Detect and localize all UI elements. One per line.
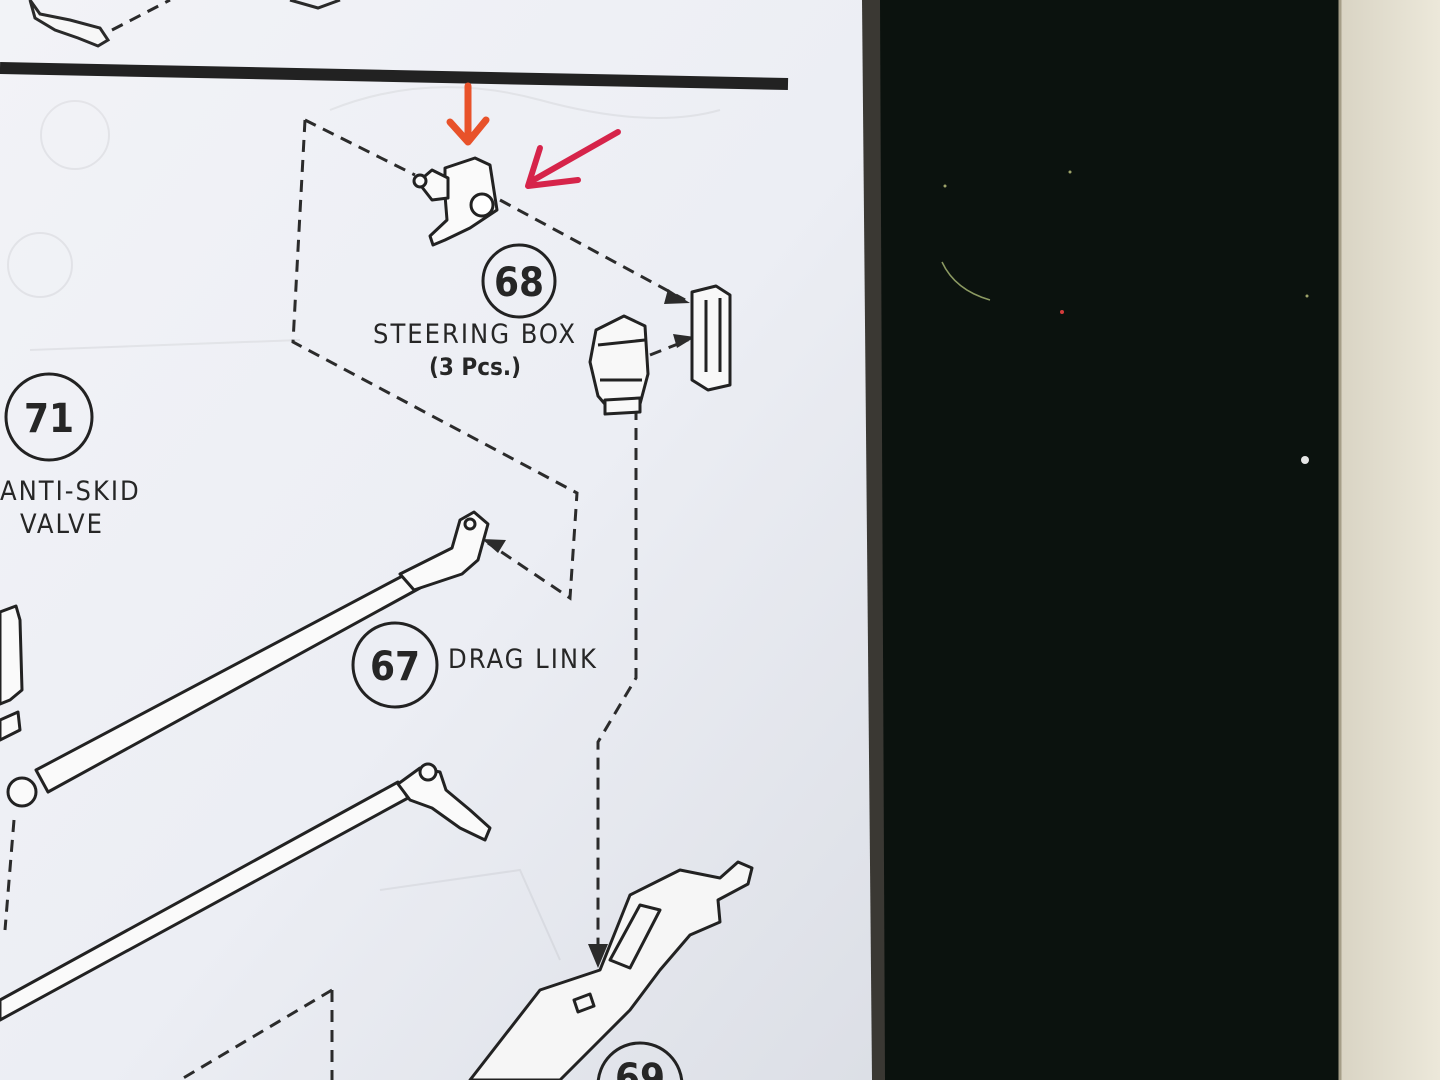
leader-bottom-b	[179, 988, 333, 1080]
leader-arrowheads	[482, 289, 695, 968]
part-68-number: 68	[494, 260, 544, 306]
part-71-label-line1: ANTI-SKID	[0, 476, 141, 507]
part-68-circle	[481, 243, 557, 319]
part-67-label: DRAG LINK	[448, 644, 598, 675]
part-69-number: 69	[615, 1056, 665, 1080]
partial-part-top-left	[28, 0, 111, 48]
steering-arm-part	[412, 156, 499, 247]
leader-68-to-box	[499, 198, 686, 302]
arrowhead-box-inner	[673, 334, 695, 348]
frame-part	[468, 860, 754, 1080]
orange-down-arrow-icon	[446, 82, 490, 146]
part-71-label-line2: VALVE	[20, 509, 104, 540]
red-diagonal-arrow-icon	[525, 129, 621, 189]
assembly-leaders	[3, 118, 689, 1080]
show-through-print	[7, 86, 721, 961]
arrowhead-box	[664, 289, 690, 304]
part-69-circle	[596, 1041, 684, 1080]
steering-box-parts	[588, 284, 732, 416]
steering-box-plate	[690, 284, 732, 392]
right-edge-strip	[1340, 0, 1440, 1080]
section-divider	[0, 62, 789, 90]
tie-rod-part	[0, 762, 492, 1022]
leader-box-to-frame	[596, 408, 638, 955]
part-67-circle	[351, 621, 439, 709]
part-68-note: (3 Pcs.)	[429, 353, 521, 381]
instruction-sheet	[0, 0, 872, 1080]
drag-link-part	[6, 510, 490, 808]
part-71-number: 71	[24, 396, 74, 442]
partial-part-top-center	[289, 0, 341, 10]
leader-left	[3, 819, 16, 931]
leader-box-inner	[649, 338, 689, 357]
leader-top-left	[111, 0, 171, 32]
leader-68-top	[304, 118, 416, 177]
part-68-label: STEERING BOX	[373, 319, 577, 350]
leader-68-to-67	[291, 119, 579, 601]
part-67-number: 67	[370, 644, 420, 690]
partial-part-left	[0, 604, 24, 742]
arrowhead-drag-link	[482, 539, 506, 553]
felt-specks	[941, 170, 1309, 464]
part-71-circle	[4, 372, 94, 462]
arrowhead-frame	[588, 944, 608, 968]
